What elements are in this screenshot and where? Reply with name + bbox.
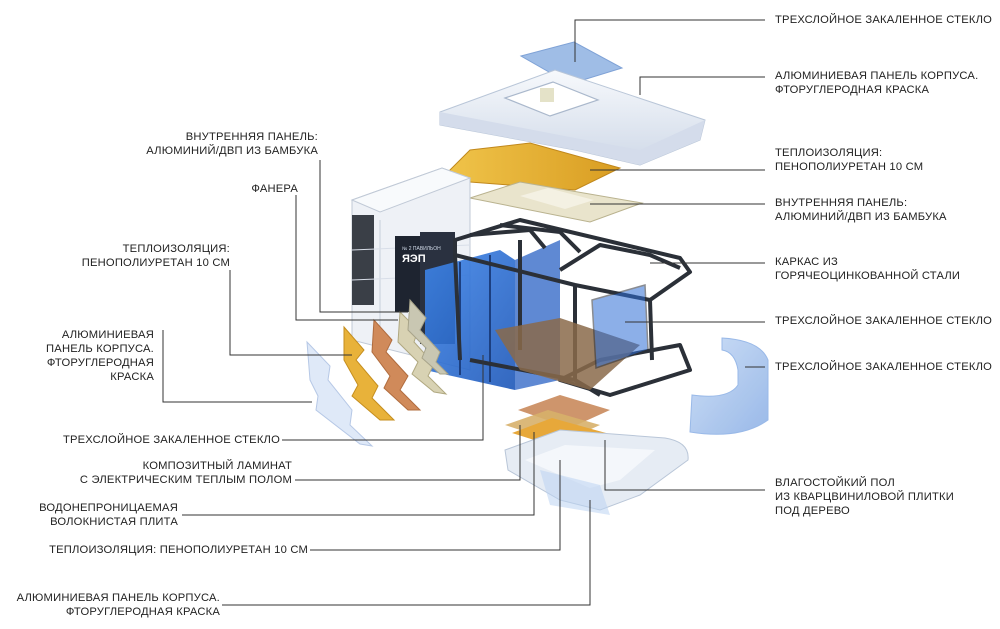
label-fiberboard: ВОДОНЕПРОНИЦАЕМАЯ ВОЛОКНИСТАЯ ПЛИТА	[39, 501, 178, 529]
label-glass-top: ТРЕХСЛОЙНОЕ ЗАКАЛЕННОЕ СТЕКЛО	[775, 13, 992, 27]
label-line: ВНУТРЕННЯЯ ПАНЕЛЬ:	[775, 197, 908, 209]
label-line: ВОДОНЕПРОНИЦАЕМАЯ	[39, 502, 178, 514]
label-insulation-top: ТЕПЛОИЗОЛЯЦИЯ: ПЕНОПОЛИУРЕТАН 10 СМ	[775, 146, 923, 174]
kiosk-sign-line-2: ЯЭП	[402, 253, 426, 265]
side-alu-panel	[343, 325, 396, 421]
roof-shell	[439, 69, 706, 166]
side-glass-panel	[306, 340, 374, 447]
label-line: ТРЕХСЛОЙНОЕ ЗАКАЛЕННОЕ СТЕКЛО	[775, 361, 993, 373]
label-alu-panel-top: АЛЮМИНИЕВАЯ ПАНЕЛЬ КОРПУСА. ФТОРУГЛЕРОДН…	[775, 69, 978, 97]
label-glass-end: ТРЕХСЛОЙНОЕ ЗАКАЛЕННОЕ СТЕКЛО	[775, 360, 992, 374]
label-plywood: ФАНЕРА	[251, 182, 298, 196]
label-insulation-side: ТЕПЛОИЗОЛЯЦИЯ: ПЕНОПОЛИУРЕТАН 10 СМ	[82, 242, 230, 270]
label-line: ТЕПЛОИЗОЛЯЦИЯ: ПЕНОПОЛИУРЕТАН 10 СМ	[49, 544, 308, 556]
floor-glass-pane	[540, 470, 610, 515]
label-line: ФАНЕРА	[251, 183, 298, 195]
label-inner-panel-side: ВНУТРЕННЯЯ ПАНЕЛЬ: АЛЮМИНИЙ/ДВП ИЗ БАМБУ…	[146, 130, 318, 158]
label-inner-panel-top: ВНУТРЕННЯЯ ПАНЕЛЬ: АЛЮМИНИЙ/ДВП ИЗ БАМБУ…	[775, 196, 947, 224]
label-alu-panel-bottom: АЛЮМИНИЕВАЯ ПАНЕЛЬ КОРПУСА. ФТОРУГЛЕРОДН…	[17, 591, 220, 619]
label-line: АЛЮМИНИЙ/ДВП ИЗ БАМБУКА	[775, 211, 947, 223]
label-line: ИЗ КВАРЦВИНИЛОВОЙ ПЛИТКИ	[775, 491, 954, 503]
leader-lines	[162, 19, 765, 606]
label-line: АЛЮМИНИЕВАЯ ПАНЕЛЬ КОРПУСА.	[775, 70, 979, 82]
floor-laminate-layer	[518, 395, 610, 428]
side-insulation-panel	[371, 318, 422, 411]
label-line: ПЕНОПОЛИУРЕТАН 10 СМ	[81, 257, 230, 269]
label-line: ТЕПЛОИЗОЛЯЦИЯ:	[122, 243, 230, 255]
mid-glass-pane	[591, 284, 649, 370]
label-line: КОМПОЗИТНЫЙ ЛАМИНАТ	[142, 460, 292, 472]
label-glass-mid: ТРЕХСЛОЙНОЕ ЗАКАЛЕННОЕ СТЕКЛО	[775, 314, 992, 328]
label-line: С ЭЛЕКТРИЧЕСКИМ ТЕПЛЫМ ПОЛОМ	[79, 474, 292, 486]
end-glass-pane	[689, 337, 769, 435]
label-line: ПАНЕЛЬ КОРПУСА.	[46, 343, 154, 355]
kiosk-sign-line-1: № 2 ПАВИЛЬОН	[402, 246, 441, 252]
label-floor: ВЛАГОСТОЙКИЙ ПОЛ ИЗ КВАРЦВИНИЛОВОЙ ПЛИТК…	[775, 476, 954, 518]
label-line: ТЕПЛОИЗОЛЯЦИЯ:	[775, 147, 883, 159]
label-line: АЛЮМИНИЙ/ДВП ИЗ БАМБУКА	[146, 145, 318, 157]
label-line: ТРЕХСЛОЙНОЕ ЗАКАЛЕННОЕ СТЕКЛО	[62, 434, 280, 446]
label-laminate: КОМПОЗИТНЫЙ ЛАМИНАТ С ЭЛЕКТРИЧЕСКИМ ТЕПЛ…	[80, 459, 292, 487]
label-line: ТРЕХСЛОЙНОЕ ЗАКАЛЕННОЕ СТЕКЛО	[775, 315, 993, 327]
label-line: ТРЕХСЛОЙНОЕ ЗАКАЛЕННОЕ СТЕКЛО	[775, 14, 993, 26]
label-line: ПЕНОПОЛИУРЕТАН 10 СМ	[775, 161, 924, 173]
label-line: ФТОРУГЛЕРОДНАЯ КРАСКА	[65, 606, 220, 618]
side-inner-panel	[407, 298, 450, 375]
kiosk-body	[350, 167, 560, 390]
label-line: ФТОРУГЛЕРОДНАЯ	[46, 357, 154, 369]
label-line: АЛЮМИНИЕВАЯ	[61, 329, 154, 341]
label-line: ПОД ДЕРЕВО	[775, 505, 850, 517]
label-alu-panel-side: АЛЮМИНИЕВАЯ ПАНЕЛЬ КОРПУСА. ФТОРУГЛЕРОДН…	[46, 328, 154, 384]
label-line: ВНУТРЕННЯЯ ПАНЕЛЬ:	[185, 131, 318, 143]
label-line: КАРКАС ИЗ	[775, 256, 838, 268]
label-line: ВОЛОКНИСТАЯ ПЛИТА	[50, 516, 178, 528]
label-line: ГОРЯЧЕОЦИНКОВАННОЙ СТАЛИ	[775, 270, 961, 282]
label-line: ВЛАГОСТОЙКИЙ ПОЛ	[775, 477, 895, 489]
label-insulation-floor: ТЕПЛОИЗОЛЯЦИЯ: ПЕНОПОЛИУРЕТАН 10 СМ	[49, 543, 308, 557]
label-line: КРАСКА	[110, 371, 154, 383]
label-line: АЛЮМИНИЕВАЯ ПАНЕЛЬ КОРПУСА.	[16, 592, 220, 604]
label-line: ФТОРУГЛЕРОДНАЯ КРАСКА	[775, 84, 930, 96]
label-glass-side: ТРЕХСЛОЙНОЕ ЗАКАЛЕННОЕ СТЕКЛО	[63, 433, 280, 447]
label-steel-frame: КАРКАС ИЗ ГОРЯЧЕОЦИНКОВАННОЙ СТАЛИ	[775, 255, 960, 283]
